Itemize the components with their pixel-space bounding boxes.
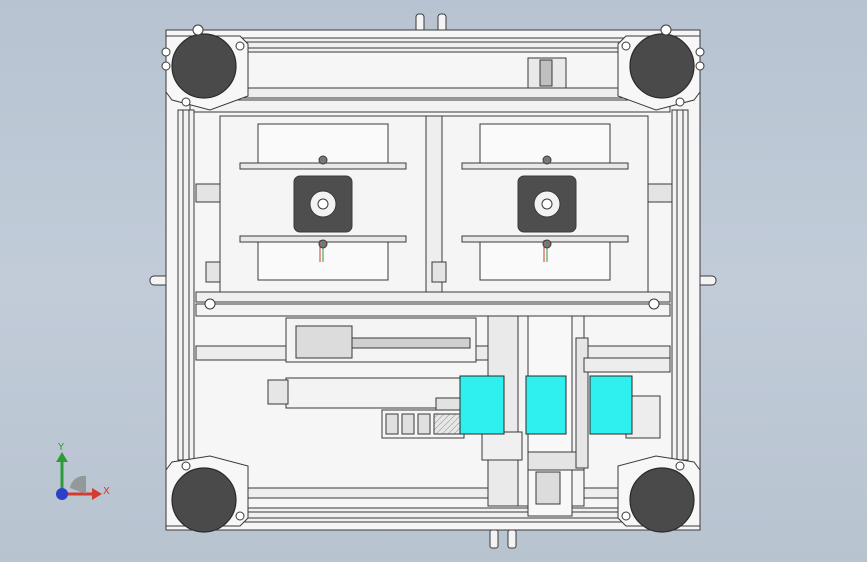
cyan-suction-modules: [459, 375, 633, 435]
cable-drag-chain: [381, 409, 465, 439]
axis-x-label: X: [103, 486, 110, 497]
top-center-bracket: [527, 57, 567, 89]
side-rails-upper: [195, 183, 673, 283]
rail-carriage: [295, 325, 353, 359]
caster-bottom-right: [629, 467, 695, 533]
linear-rail-assembly: [195, 317, 671, 411]
cyan-module-2: [525, 375, 567, 435]
caster-bottom-left: [171, 467, 237, 533]
axis-triad: [56, 452, 102, 500]
cyan-module-1: [459, 375, 505, 435]
plate-divider: [425, 115, 443, 293]
bottom-pneumatic-connectors: [489, 529, 517, 549]
axis-z-dot-icon: [56, 488, 68, 500]
caster-top-right: [629, 33, 695, 99]
cyan-module-3: [589, 375, 633, 435]
corner-bolts: [161, 24, 705, 521]
caster-wheels: [171, 33, 695, 533]
caster-top-left: [171, 33, 237, 99]
motor-plate-left: [219, 115, 427, 293]
axis-y-label: Y: [58, 442, 65, 453]
top-pneumatic-connectors: [415, 13, 447, 33]
axis-y-arrow-icon: [56, 452, 68, 494]
motor-plate-right: [441, 115, 649, 293]
